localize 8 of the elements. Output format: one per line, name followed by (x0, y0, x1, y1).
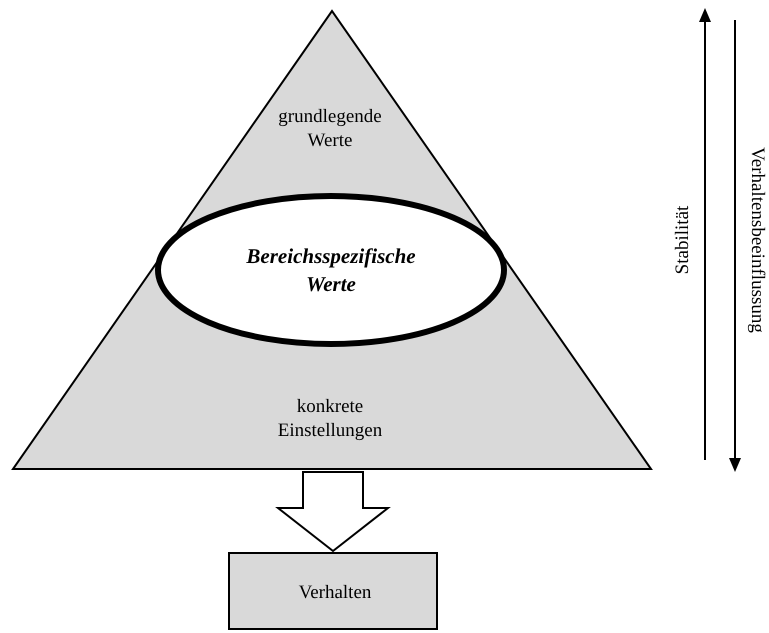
axis-label: Verhaltensbeeinflussung (746, 146, 769, 335)
behavior-box (228, 552, 438, 630)
arrow (275, 471, 391, 552)
box-label: Verhalten (298, 581, 372, 605)
level-label: grundlegende Werte (277, 105, 383, 153)
level-label: konkrete Einstellungen (276, 395, 384, 443)
ellipse-label: Bereichsspezifische Werte (245, 243, 417, 298)
axis-label: Stabilität (671, 204, 694, 276)
